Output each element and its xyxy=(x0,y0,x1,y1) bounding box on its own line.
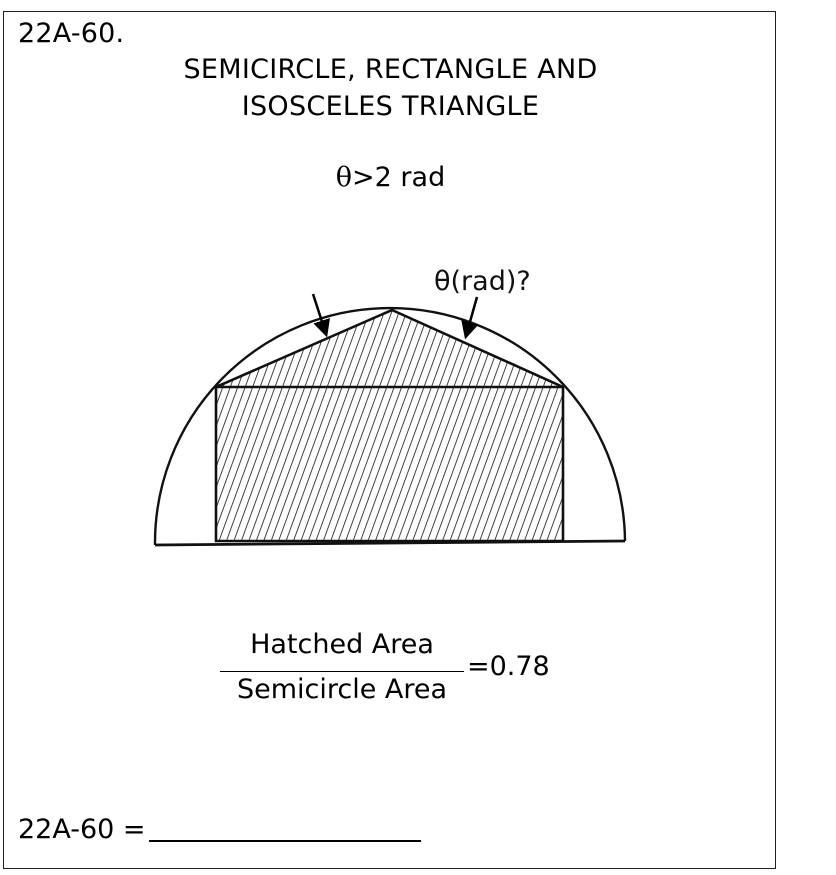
angle-condition: θ>2 rad xyxy=(4,162,777,193)
hatched-region xyxy=(216,310,563,541)
problem-title-line-2: ISOSCELES TRIANGLE xyxy=(241,91,540,122)
theta-symbol: θ xyxy=(335,162,353,193)
problem-card: 22A-60. SEMICIRCLE, RECTANGLE AND ISOSCE… xyxy=(3,11,776,869)
semicircle-diameter xyxy=(154,539,626,547)
semicircle-arc xyxy=(153,306,627,546)
angle-label: θ(rad)? xyxy=(434,266,531,297)
angle-arrow-left xyxy=(311,293,330,338)
problem-id: 22A-60. xyxy=(18,18,125,49)
fraction-bar xyxy=(220,671,464,672)
ratio-value: =0.78 xyxy=(467,651,550,682)
geometry-diagram: θ(rad)? xyxy=(153,266,627,547)
answer-label: 22A-60 = xyxy=(18,814,146,845)
problem-title-line-1: SEMICIRCLE, RECTANGLE AND xyxy=(183,54,598,85)
triangle-outline xyxy=(215,308,564,389)
answer-blank[interactable] xyxy=(148,840,421,842)
condition-text: >2 rad xyxy=(352,162,446,193)
fraction-denominator: Semicircle Area xyxy=(236,674,448,705)
answer-row: 22A-60 = xyxy=(18,814,421,845)
fraction-numerator: Hatched Area xyxy=(250,629,434,660)
angle-arrow-right xyxy=(461,296,479,340)
